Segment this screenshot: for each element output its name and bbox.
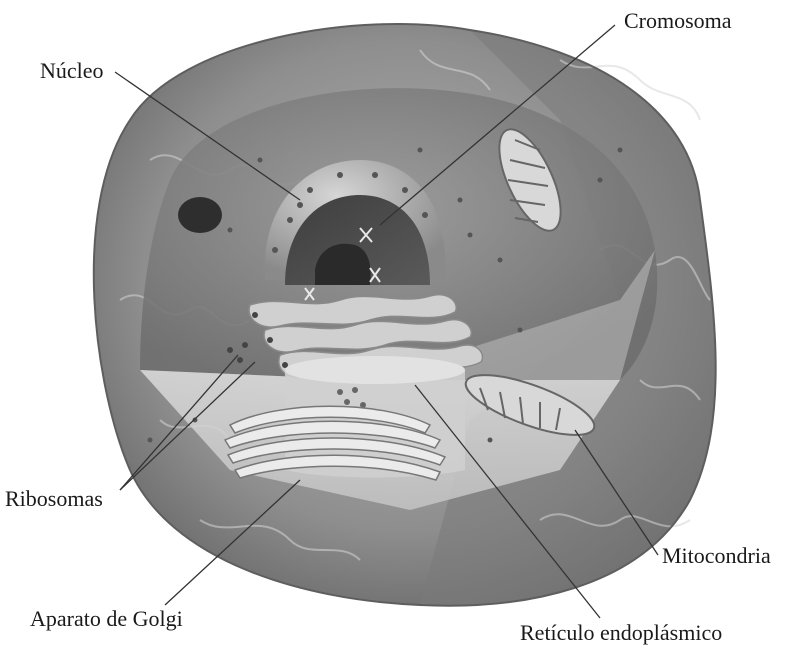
label-cromosoma: Cromosoma — [624, 10, 732, 32]
label-mitocondria: Mitocondria — [662, 545, 771, 567]
label-nucleo: Núcleo — [40, 60, 104, 82]
label-ribosomas: Ribosomas — [5, 488, 103, 510]
label-reticulo: Retículo endoplásmico — [520, 622, 722, 644]
label-golgi: Aparato de Golgi — [30, 608, 183, 630]
